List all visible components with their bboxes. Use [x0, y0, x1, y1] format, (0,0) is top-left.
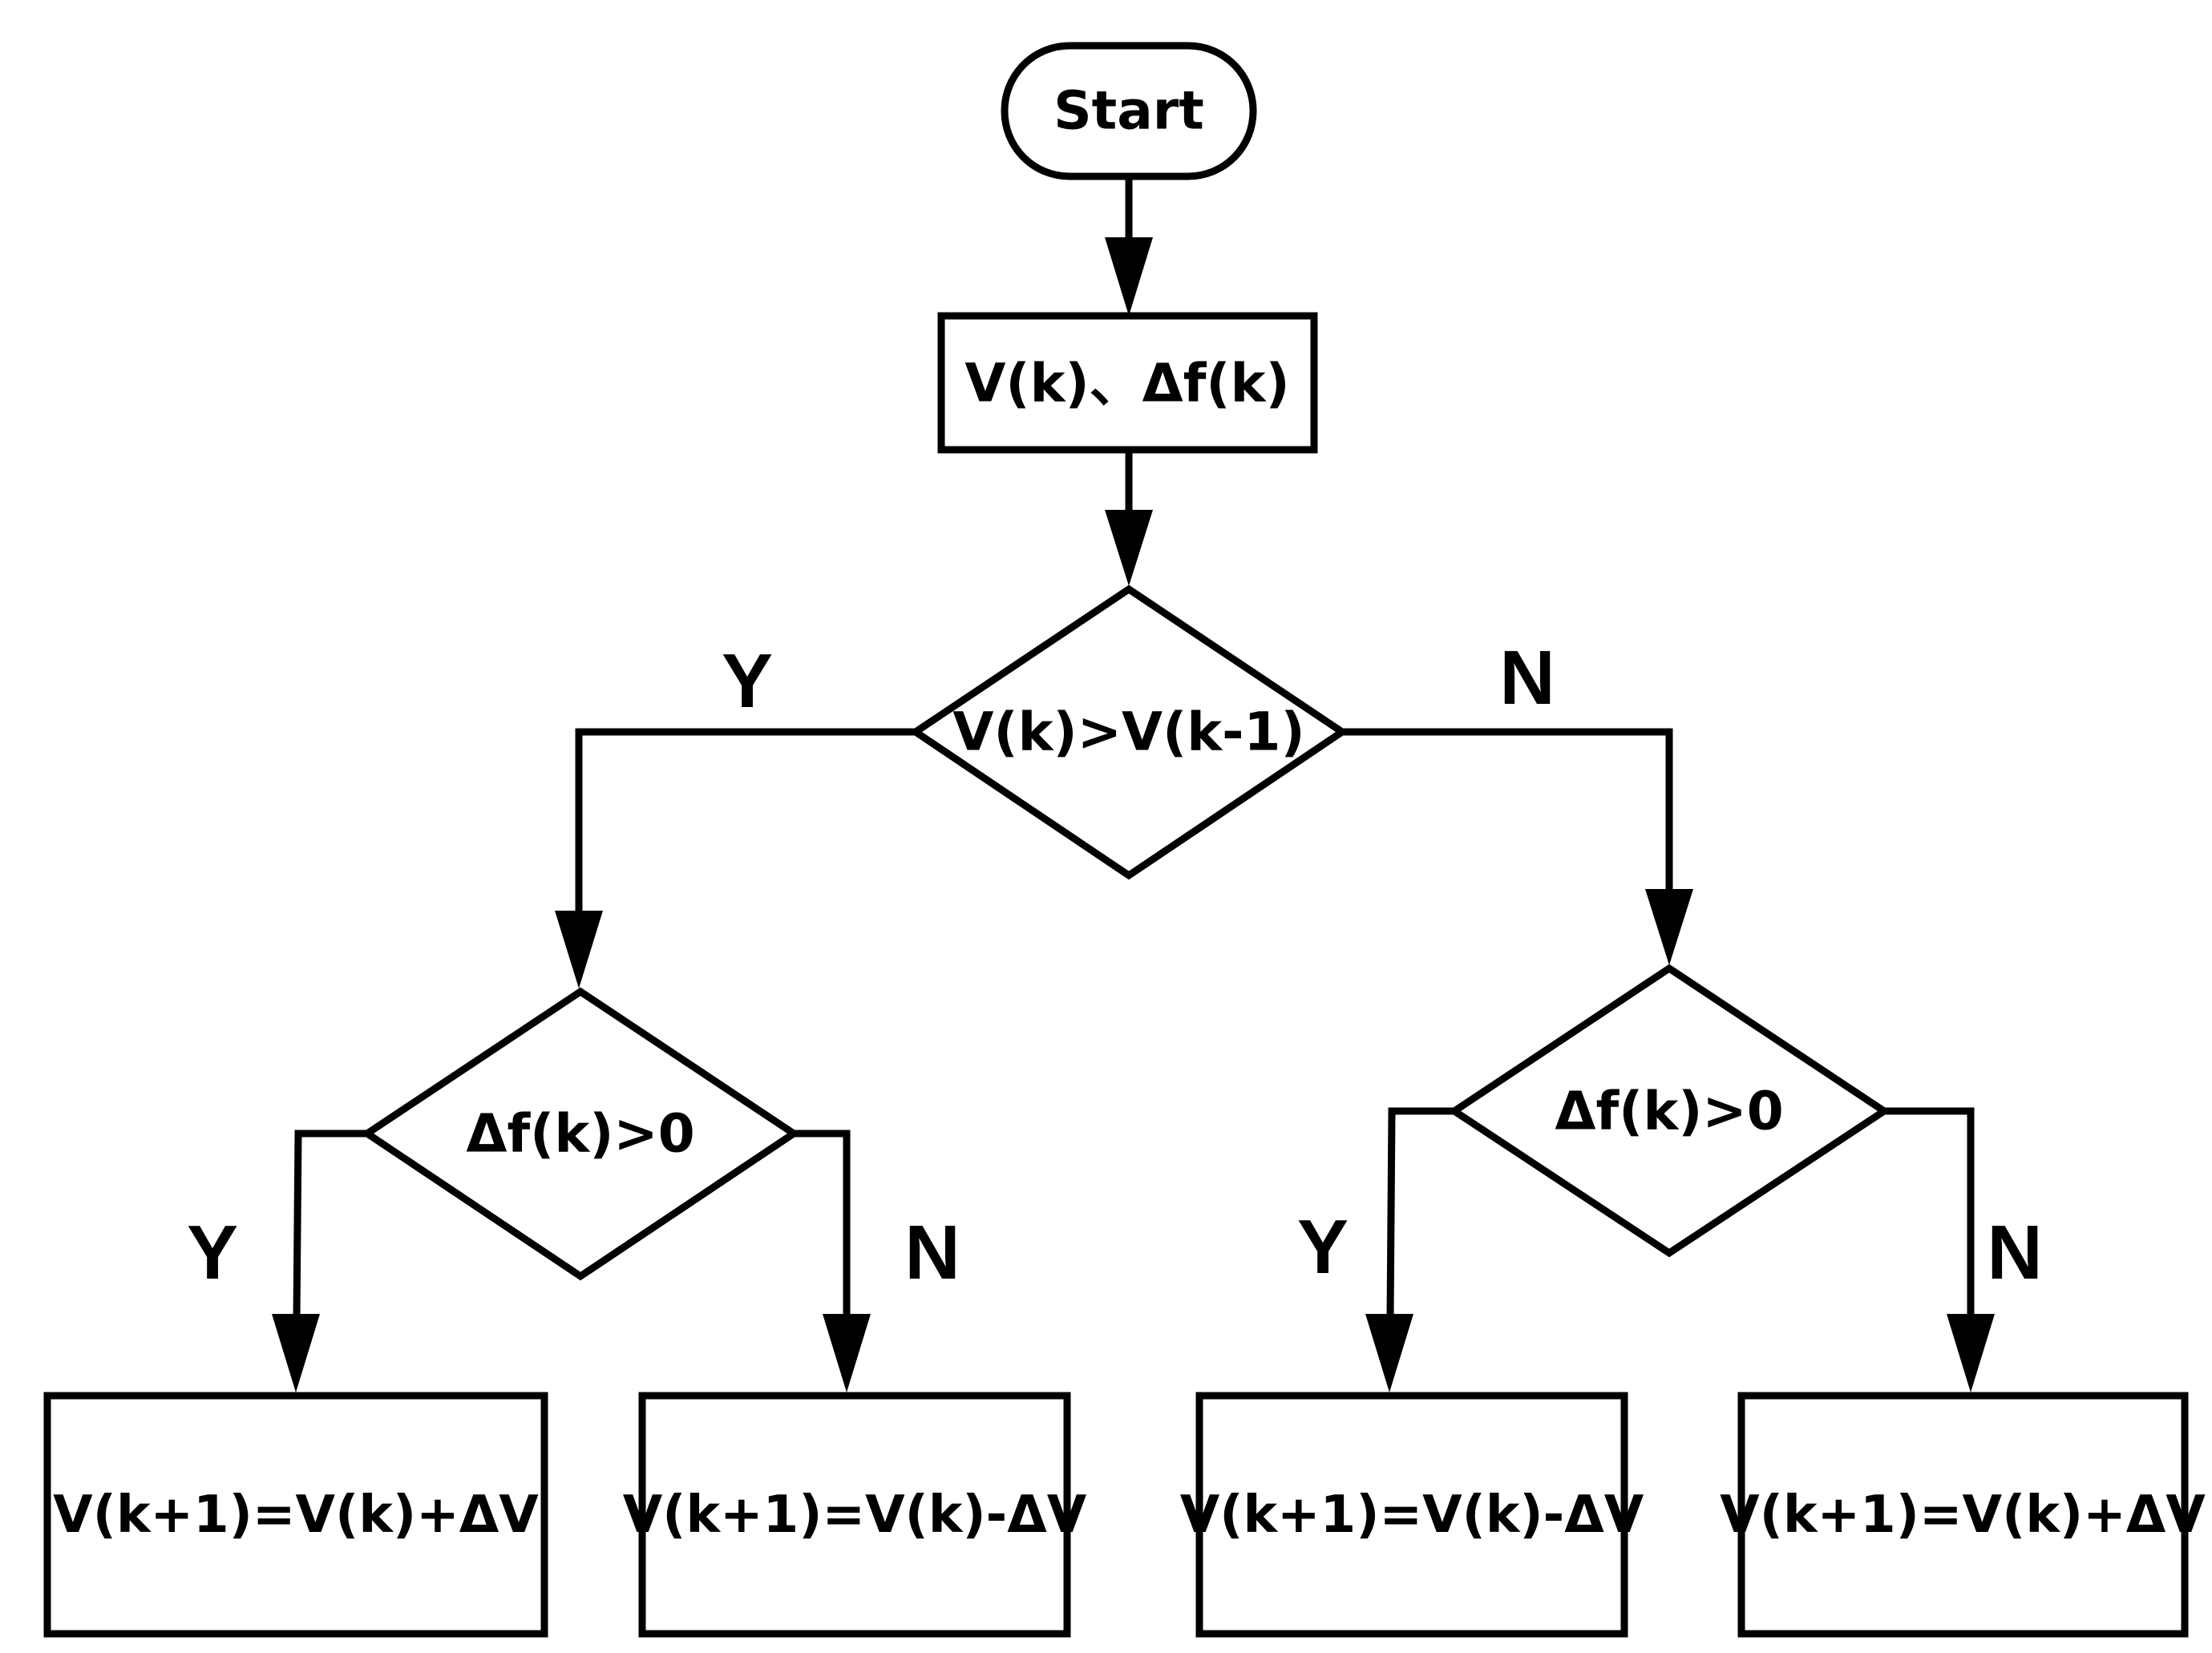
output-box-2: [638, 1392, 1071, 1638]
output-box-1: [43, 1392, 548, 1638]
right-decision-diamond: [1447, 964, 1891, 1258]
main-decision-diamond: [908, 584, 1349, 880]
arrowhead-main-yes: [555, 911, 603, 988]
arrowhead-right-no: [1947, 1314, 1995, 1392]
main-decision-label: V(k)>V(k-1): [952, 701, 1304, 763]
connector-left-yes: [293, 1130, 367, 1318]
connector-right-yes: [1386, 1107, 1454, 1318]
output-label-4: V(k+1)=V(k)+ΔV: [1720, 1485, 2206, 1545]
arrowhead-left-yes: [272, 1314, 320, 1392]
main-yes-label: Y: [722, 638, 773, 724]
arrowhead-right-yes: [1365, 1314, 1413, 1392]
connector-right-no: [1884, 1107, 1975, 1317]
left-yes-label: Y: [187, 1210, 238, 1295]
main-no-label: N: [1499, 635, 1555, 721]
arrowhead-start-input: [1105, 237, 1153, 316]
output-label-2: V(k+1)=V(k)-ΔV: [623, 1485, 1087, 1545]
input-process-box: [937, 312, 1318, 454]
right-yes-label: Y: [1297, 1204, 1349, 1290]
output-box-3: [1195, 1392, 1628, 1638]
connector-left-no: [794, 1130, 851, 1317]
left-no-label: N: [904, 1210, 960, 1295]
start-label: Start: [1053, 80, 1204, 142]
right-decision-label: Δf(k)>0: [1555, 1081, 1783, 1142]
connector-main-yes: [575, 728, 916, 914]
left-decision-label: Δf(k)>0: [466, 1103, 694, 1165]
output-label-1: V(k+1)=V(k)+ΔV: [53, 1485, 539, 1545]
output-box-4: [1737, 1392, 2189, 1638]
input-label: V(k)、Δf(k): [964, 353, 1289, 414]
right-no-label: N: [1987, 1210, 2042, 1295]
arrowhead-input-decision: [1105, 510, 1153, 586]
output-label-3: V(k+1)=V(k)-ΔV: [1180, 1485, 1644, 1545]
arrowhead-main-no: [1645, 889, 1693, 965]
arrowhead-left-no: [823, 1314, 871, 1392]
connector-main-no: [1342, 728, 1673, 892]
left-decision-diamond: [360, 987, 801, 1281]
